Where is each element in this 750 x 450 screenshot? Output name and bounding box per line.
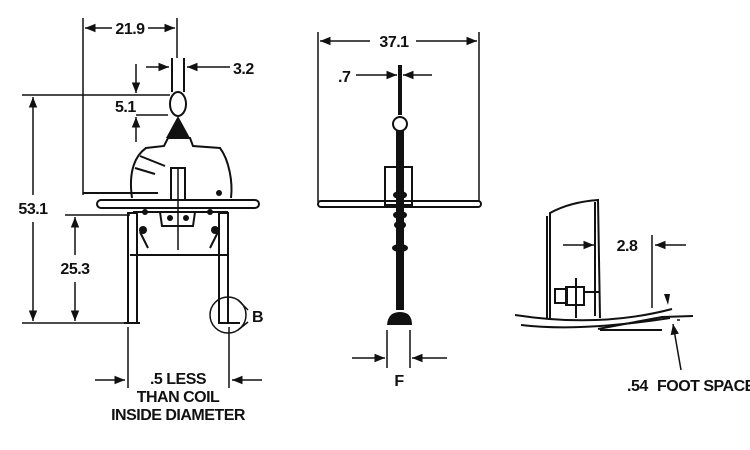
chain (171, 58, 185, 92)
leg-plate (549, 198, 601, 319)
leg-spacing-dimension: .5 LESS THAN COIL INSIDE DIAMETER (95, 327, 262, 424)
dimension-label: 5.1 (115, 99, 136, 116)
handles (83, 155, 222, 196)
note-line: INSIDE DIAMETER (111, 407, 246, 424)
top-bar (96, 199, 260, 209)
shackle-ring (169, 91, 187, 117)
dimension-label: 21.9 (115, 21, 145, 38)
leg-frame (124, 209, 240, 324)
center-box (384, 166, 413, 206)
dimension-label: 53.1 (18, 201, 48, 218)
note-line: .5 LESS (150, 371, 207, 388)
dimension-21-9: 21.9 (82, 18, 178, 195)
shackle-ring (392, 116, 408, 132)
foot-space-value: .54 (627, 378, 648, 395)
detail-b-callout: B (209, 296, 264, 334)
dimension-label: .7 (338, 69, 351, 86)
foot-detail-view: 2.8 .54 FOOT SPACE (514, 198, 750, 395)
dimension-label: 37.1 (379, 34, 409, 51)
note-line: THAN COIL (137, 389, 220, 406)
rod-clamps (392, 191, 408, 252)
dimension-5-1: 5.1 (22, 64, 170, 142)
dimension-label: F (394, 373, 404, 390)
dimension-f: F (352, 330, 447, 390)
front-view: 21.9 3.2 5.1 (18, 18, 264, 424)
bolt (554, 278, 600, 318)
dimension-0-7: .7 (338, 69, 432, 86)
foot (387, 312, 412, 325)
lifter-body (130, 137, 233, 199)
dimension-53-1: 53.1 (18, 97, 124, 324)
detail-label: B (252, 309, 263, 326)
left-leg (127, 212, 138, 324)
rod (396, 130, 404, 310)
dimension-3-2: 3.2 (146, 61, 255, 78)
foot-space-callout: .54 FOOT SPACE (627, 294, 750, 395)
side-view: 37.1 .7 F (317, 32, 482, 390)
dimension-label: 25.3 (60, 261, 90, 278)
right-leg (218, 212, 229, 324)
dimension-25-3: 25.3 (60, 214, 130, 321)
shackle-mount (166, 116, 190, 138)
dimension-37-1: 37.1 (317, 32, 480, 202)
dimension-label: 3.2 (233, 61, 254, 78)
dimension-label: 2.8 (617, 238, 638, 255)
coil-surface (514, 308, 673, 322)
dimension-2-8: 2.8 (563, 235, 686, 308)
foot-space-label: FOOT SPACE (657, 378, 750, 395)
